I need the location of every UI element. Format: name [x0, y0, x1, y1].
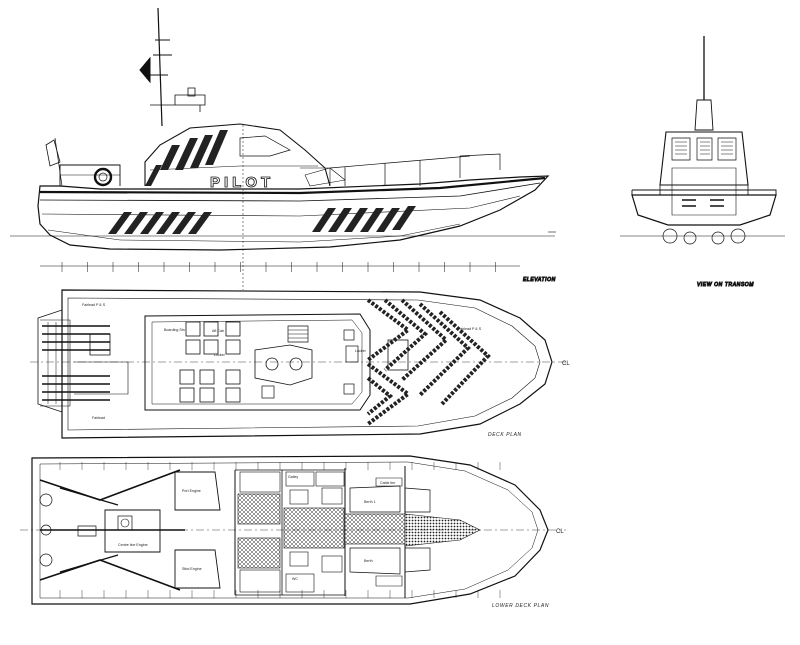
- hull-outline: [37, 175, 550, 251]
- elevation-caption: ELEVATION: [523, 277, 556, 283]
- berth-1-label: Berth 1: [364, 500, 376, 504]
- hull-frames: [59, 462, 501, 598]
- wheelhouse: [144, 123, 331, 187]
- stbd-engine-label: Stbd Engine: [182, 567, 202, 571]
- cable-tier-label: Cable tier: [380, 481, 396, 485]
- bow-fairlead-label: Fairlead P & S: [458, 327, 482, 331]
- stern-platform-grating: [42, 325, 110, 401]
- boarding-station-label: Boarding Stn: [164, 328, 185, 332]
- deck-cabin-outline: [144, 313, 371, 411]
- berth-lower: [349, 547, 401, 575]
- wc-label: WC: [292, 577, 298, 581]
- deck-centerline-label: CL: [562, 361, 570, 367]
- port-engine-label: Port Engine: [182, 489, 201, 493]
- transom-hull: [631, 194, 777, 226]
- centre-engine-label: Centre line Engine: [118, 543, 148, 547]
- port-engine: [174, 471, 221, 511]
- transom-view: VIEW ON TRANSOM: [620, 36, 785, 289]
- transom-caption: VIEW ON TRANSOM: [697, 282, 754, 288]
- lifebuoy-icon: [93, 167, 113, 187]
- deck-plan-view: CL DECK PLAN Fairlead P & S Fairlead Fai…: [30, 289, 570, 439]
- berth-2-label: Berth: [364, 559, 373, 563]
- deck-plan-caption: DECK PLAN: [488, 432, 522, 438]
- locker-label: Locker: [355, 349, 367, 353]
- foredeck-hatching: [366, 298, 491, 426]
- hull-hatching: [108, 206, 416, 234]
- stbd-engine: [174, 549, 221, 589]
- masthead-flag-icon: [139, 56, 151, 84]
- galley-label: Galley: [288, 475, 298, 479]
- helm-locker-label: Locker: [214, 353, 226, 357]
- transom-cabin: [659, 131, 749, 186]
- lower-centerline-label: CL: [556, 529, 564, 535]
- galley-floor: [237, 493, 281, 525]
- deck-seats: [179, 321, 241, 403]
- helm-console: [254, 344, 313, 386]
- scale-ticks: [61, 262, 496, 272]
- mast: [157, 7, 163, 127]
- stern-fairlead-label: Fairlead P & S: [82, 303, 106, 307]
- lower-deck-caption: LOWER DECK PLAN: [492, 603, 549, 609]
- steering-wheel-icon: [265, 357, 279, 371]
- elevation-view: PILOT ELEVATION: [10, 7, 556, 290]
- lower-deck-outline: [31, 455, 549, 605]
- berth-upper: [349, 485, 401, 513]
- deck-plan-outline: [61, 289, 553, 439]
- aft-cab-label: Aft Cab: [212, 329, 224, 333]
- pilot-lettering: PILOT: [210, 174, 274, 191]
- ensign-flag-icon: [45, 139, 61, 167]
- stern-fairlead-stbd-label: Fairlead: [92, 416, 105, 420]
- lower-deck-plan-view: Port Engine Stbd Engine Centre line Engi…: [20, 455, 566, 609]
- centre-engine: [104, 509, 161, 553]
